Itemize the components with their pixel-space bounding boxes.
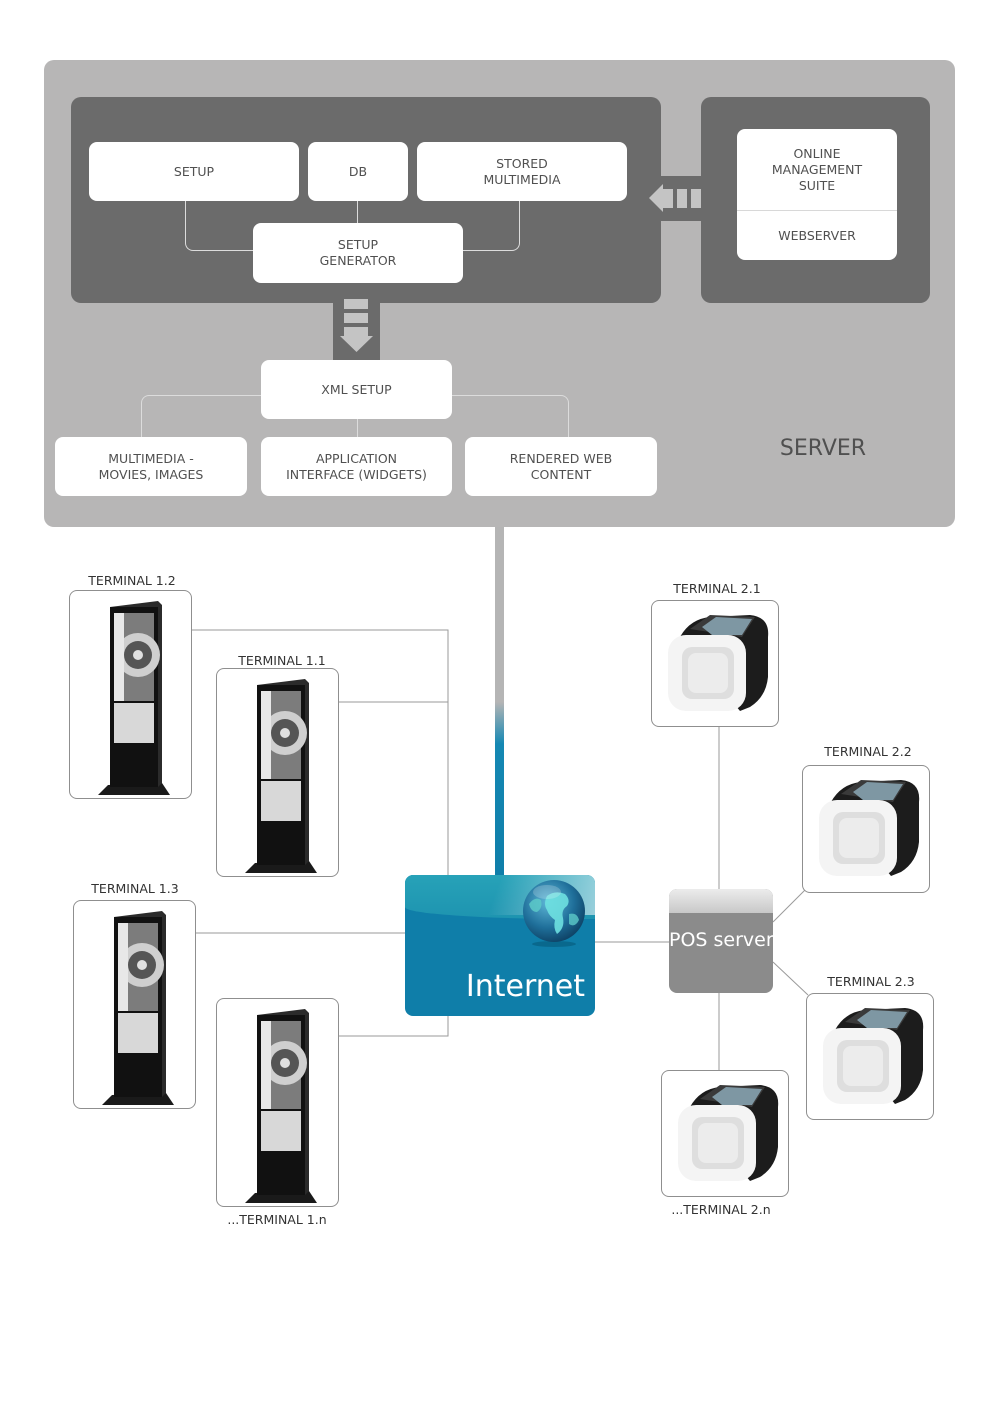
terminal-1-2-label: TERMINAL 1.2 <box>88 573 176 588</box>
webserver-label: WEBSERVER <box>778 228 856 243</box>
setup-generator-label-line1: SETUP <box>337 237 379 252</box>
terminal-group2-connectors <box>595 727 809 1070</box>
xml-to-web-connector <box>452 395 569 438</box>
server-internet-trunk <box>495 527 504 877</box>
oms-line2: MANAGEMENT <box>771 161 863 177</box>
rendered-web-content-box: RENDERED WEB CONTENT <box>465 437 657 496</box>
online-management-suite: ONLINE MANAGEMENT SUITE <box>737 129 897 211</box>
pos-cube-icon <box>815 1000 925 1114</box>
kiosk-icon <box>227 673 327 877</box>
terminal-1-1-label: TERMINAL 1.1 <box>238 653 326 668</box>
stored-multimedia-label-line2: MULTIMEDIA <box>483 171 561 187</box>
kiosk-icon <box>227 1003 327 1207</box>
terminal-1-1[interactable] <box>216 668 339 877</box>
db-box: DB <box>308 142 408 201</box>
app-interface-line2: INTERFACE (WIDGETS) <box>286 466 427 482</box>
multimedia-line1: MULTIMEDIA - <box>108 450 194 466</box>
pos-cube-icon <box>670 1077 780 1191</box>
stored-multimedia-connector <box>462 201 520 251</box>
db-connector <box>357 201 358 224</box>
xml-setup-label: XML SETUP <box>321 381 392 397</box>
kiosk-icon <box>84 905 184 1109</box>
oms-line1: ONLINE <box>793 145 841 161</box>
multimedia-line2: MOVIES, IMAGES <box>98 466 204 482</box>
pos-server-node[interactable]: POS server <box>669 889 773 993</box>
setup-connector <box>185 201 256 251</box>
rendered-web-line1: RENDERED WEB <box>509 450 613 466</box>
terminal-2-2-label: TERMINAL 2.2 <box>824 744 912 759</box>
terminal-2-2[interactable] <box>802 765 930 893</box>
server-label: SERVER <box>779 436 867 461</box>
app-interface-line1: APPLICATION <box>315 450 398 466</box>
terminal-2-n-label: ...TERMINAL 2.n <box>671 1202 771 1217</box>
terminal-2-3-label: TERMINAL 2.3 <box>827 974 915 989</box>
down-arrow-icon <box>340 299 373 352</box>
terminal-1-2[interactable] <box>69 590 192 799</box>
stored-multimedia-box: STORED MULTIMEDIA <box>417 142 627 201</box>
online-management-box: ONLINE MANAGEMENT SUITE WEBSERVER <box>737 129 897 260</box>
terminal-2-1-label: TERMINAL 2.1 <box>673 581 761 596</box>
oms-line3: SUITE <box>798 177 836 193</box>
terminal-2-1[interactable] <box>651 600 779 727</box>
setup-label: SETUP <box>173 163 215 179</box>
terminal-2-3[interactable] <box>806 993 934 1120</box>
terminal-1-n-label: ...TERMINAL 1.n <box>227 1212 327 1227</box>
pos-cube-icon <box>660 607 770 721</box>
multimedia-box: MULTIMEDIA - MOVIES, IMAGES <box>55 437 247 496</box>
pos-cube-icon <box>811 772 921 886</box>
globe-icon <box>523 880 585 947</box>
application-interface-box: APPLICATION INTERFACE (WIDGETS) <box>261 437 452 496</box>
terminal-2-n[interactable] <box>661 1070 789 1197</box>
xml-to-app-connector <box>357 418 358 437</box>
terminal-group1-connectors <box>192 629 449 1037</box>
terminal-1-n[interactable] <box>216 998 339 1207</box>
db-label: DB <box>348 163 368 179</box>
terminal-1-3-label: TERMINAL 1.3 <box>91 881 179 896</box>
xml-setup-box: XML SETUP <box>261 360 452 419</box>
kiosk-icon <box>80 595 180 799</box>
stored-multimedia-label-line1: STORED <box>496 155 548 171</box>
internet-label: Internet <box>465 969 585 1004</box>
terminal-1-3[interactable] <box>73 900 196 1109</box>
left-arrow-icon <box>649 184 701 212</box>
pos-server-label: POS server <box>669 929 773 951</box>
setup-generator-box: SETUP GENERATOR <box>253 223 463 283</box>
setup-box: SETUP <box>89 142 299 201</box>
internet-node[interactable]: Internet <box>405 875 595 1016</box>
pos-gloss <box>669 889 773 913</box>
setup-generator-label-line2: GENERATOR <box>319 253 397 268</box>
xml-to-multimedia-connector <box>141 395 262 438</box>
rendered-web-line2: CONTENT <box>530 466 592 482</box>
